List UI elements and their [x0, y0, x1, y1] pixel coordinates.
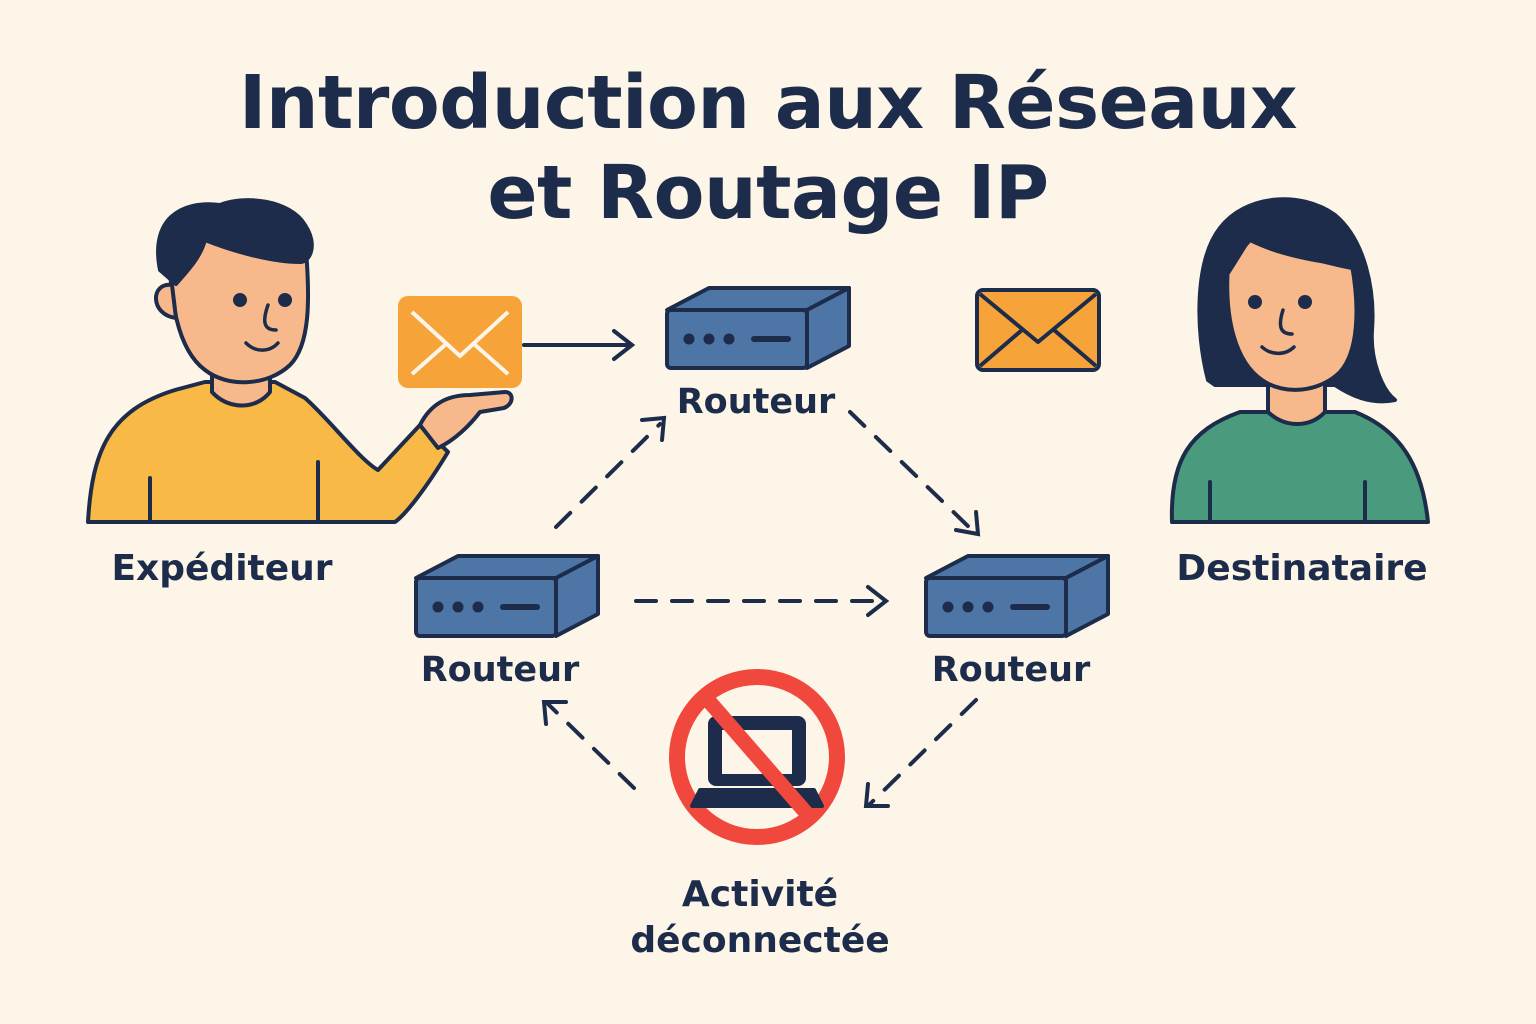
router-front-face — [665, 308, 809, 370]
router-led — [982, 601, 994, 613]
router-led — [472, 601, 484, 613]
disconnected-label-line-2: déconnectée — [630, 920, 890, 961]
envelope-icon-sender — [398, 296, 522, 388]
router-top-label: Routeur — [676, 382, 836, 422]
sender-label: Expéditeur — [111, 548, 333, 589]
arrow-top-to-right-router — [848, 410, 974, 532]
recipient-person-icon — [1169, 197, 1430, 524]
disconnected-label-line-1: Activité — [681, 874, 839, 915]
router-led — [723, 333, 735, 345]
router-led — [683, 333, 695, 345]
no-entry-laptop-icon — [669, 669, 845, 845]
page-title: Introduction aux Réseaux et Routage IP — [0, 58, 1536, 238]
router-icon-left — [414, 554, 600, 638]
title-line-1: Introduction aux Réseaux — [238, 60, 1298, 146]
router-right-label: Routeur — [931, 650, 1091, 690]
router-front-face — [414, 576, 558, 638]
envelope-icon-recipient — [975, 288, 1101, 372]
arrow-disconnected-to-left-router — [546, 702, 636, 790]
arrowhead-right-router-to-disconnected — [863, 782, 890, 808]
router-left-label: Routeur — [420, 650, 580, 690]
router-port — [1010, 604, 1050, 610]
arrowhead-left-to-right-router — [866, 585, 890, 617]
router-icon-right — [924, 554, 1110, 638]
recipient-label: Destinataire — [1176, 548, 1428, 589]
router-led — [942, 601, 954, 613]
router-led — [703, 333, 715, 345]
arrowhead-sender-to-router — [612, 329, 636, 361]
arrowhead-disconnected-to-left-router — [541, 700, 568, 726]
no-entry-slash — [700, 692, 816, 823]
arrowhead-top-to-right-router — [954, 510, 981, 537]
router-led — [962, 601, 974, 613]
router-port — [500, 604, 540, 610]
router-icon-top — [665, 286, 851, 370]
disconnected-label: Activité déconnectée — [630, 872, 889, 964]
title-line-2: et Routage IP — [487, 150, 1049, 236]
arrow-right-router-to-disconnected — [868, 698, 978, 806]
arrow-left-to-top-router — [554, 422, 662, 529]
router-port — [751, 336, 791, 342]
router-led — [432, 601, 444, 613]
router-front-face — [924, 576, 1068, 638]
arrowhead-left-to-top-router — [640, 415, 667, 442]
router-led — [452, 601, 464, 613]
sender-person-icon — [86, 198, 514, 524]
